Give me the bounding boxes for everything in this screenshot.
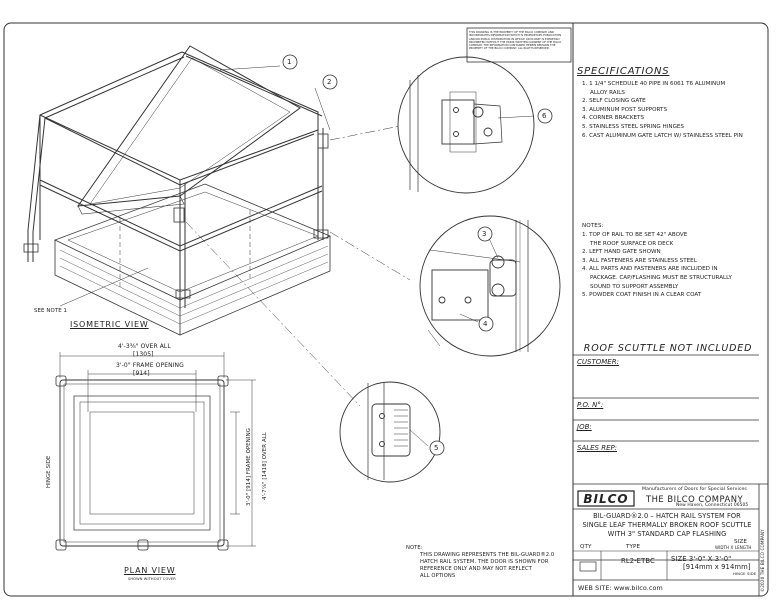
spec-item: 4. CORNER BRACKETS <box>582 115 644 122</box>
isometric-drawing <box>23 45 411 407</box>
note-item: SOUND TO SUPPORT ASSEMBLY <box>590 283 679 290</box>
note-item: THE ROOF SURFACE OR DECK <box>590 240 674 247</box>
size-sub-label: WIDTH x LENGTH <box>715 545 752 550</box>
detail-hinge <box>419 215 561 357</box>
spec-item: 1. 1 1/4" SCHEDULE 40 PIPE IN 6061 T6 AL… <box>582 81 726 87</box>
plan-hinge-side: HINGE SIDE <box>46 455 52 488</box>
product-line-2: SINGLE LEAF THERMALLY BROKEN ROOF SCUTTL… <box>582 521 752 529</box>
customer-label: CUSTOMER: <box>577 358 619 366</box>
callout-6 <box>537 108 553 124</box>
note-item: 2. LEFT HAND GATE SHOWN <box>582 249 661 256</box>
drawing-note-line: ALL OPTIONS <box>420 573 456 579</box>
side-strip-text: ©2020 THE BILCO COMPANY <box>760 529 765 592</box>
job-label: JOB: <box>577 423 592 431</box>
roof-scuttle-note: ROOF SCUTTLE NOT INCLUDED <box>583 343 753 354</box>
callout-3 <box>477 226 493 242</box>
size-label: SIZE <box>734 539 747 545</box>
panel-rules <box>573 354 768 581</box>
dim-frame-width: 3'-0" FRAME OPENING <box>116 362 184 369</box>
sales-rep-label: SALES REP: <box>577 444 617 452</box>
website: WEB SITE: www.bilco.com <box>578 584 663 592</box>
dim-frame-height: 3'-0" [914] FRAME OPENING <box>246 427 252 506</box>
callout-5 <box>429 440 445 456</box>
dim-overall-height: 4'-7⅞" [1418] OVER ALL <box>262 432 268 500</box>
titleblock-cells <box>573 550 759 580</box>
product-line-1: BIL-GUARD®2.0 – HATCH RAIL SYSTEM FOR <box>593 512 741 520</box>
dim-overall-width: 4'-3⅜" OVER ALL <box>118 343 171 350</box>
sheet-border <box>3 22 769 597</box>
bilco-logo-text: BILCO <box>583 492 628 506</box>
type-value: RL2-ETBC <box>621 557 655 565</box>
spec-item: 6. CAST ALUMINUM GATE LATCH W/ STAINLESS… <box>582 132 743 139</box>
size-value-mm: [914mm x 914mm] <box>683 563 751 571</box>
qty-box <box>579 561 597 572</box>
spec-item: 2. SELF CLOSING GATE <box>582 98 646 105</box>
plan-view-subtitle: SHOWN WITHOUT COVER <box>128 577 176 581</box>
callout-2 <box>322 74 338 90</box>
copyright-box <box>466 27 572 63</box>
callout-balloons <box>282 54 553 456</box>
plan-drawing <box>55 352 256 551</box>
company-address: New Haven, Connecticut 06505 <box>676 503 749 508</box>
drawing-note-label: NOTE: <box>406 545 423 551</box>
callout-4 <box>478 316 494 332</box>
callout-number-6: 6 <box>542 112 547 120</box>
qty-label: QTY <box>580 544 592 550</box>
note-item: PACKAGE. CAP/FLASHING MUST BE STRUCTURAL… <box>590 274 732 281</box>
note-item: 3. ALL FASTENERS ARE STAINLESS STEEL <box>582 257 697 264</box>
spec-item: ALLOY RAILS <box>590 89 625 96</box>
plan-view-title: PLAN VIEW <box>124 566 176 575</box>
specifications-list: 1. 1 1/4" SCHEDULE 40 PIPE IN 6061 T6 AL… <box>582 80 743 140</box>
company-name: THE BILCO COMPANY <box>646 494 744 504</box>
type-label: TYPE <box>626 544 641 550</box>
callout-number-1: 1 <box>287 58 292 66</box>
callout-number-4: 4 <box>483 320 488 328</box>
drawing-note-line: THIS DRAWING REPRESENTS THE BIL-GUARD®2.… <box>420 552 555 558</box>
note-item: 5. POWDER COAT FINISH IN A CLEAR COAT <box>582 292 702 299</box>
spec-item: 5. STAINLESS STEEL SPRING HINGES <box>582 123 684 130</box>
detail-latch <box>397 56 535 194</box>
bilco-logo <box>577 490 635 507</box>
note-item: 1. TOP OF RAIL TO BE SET 42" ABOVE <box>582 232 688 238</box>
see-note-label: SEE NOTE 1 <box>34 308 68 314</box>
drawing-note-line: HATCH RAIL SYSTEM. THE DOOR IS SHOWN FOR <box>420 559 549 565</box>
notes-title: NOTES: <box>582 223 604 229</box>
spec-item: 3. ALUMINUM POST SUPPORTS <box>582 106 667 113</box>
specifications-title: SPECIFICATIONS <box>577 66 670 77</box>
dim-frame-width-mm: [914] <box>133 370 150 377</box>
callout-1 <box>282 54 298 70</box>
callout-number-2: 2 <box>327 78 332 86</box>
isometric-view-title: ISOMETRIC VIEW <box>70 320 149 329</box>
copyright-text: THIS DRAWING IS THE PROPERTY OF THE BILC… <box>469 30 562 51</box>
notes-list: 1. TOP OF RAIL TO BE SET 42" ABOVE THE R… <box>582 231 732 300</box>
hinge-side-note: HINGE SIDE <box>733 571 757 576</box>
callout-number-3: 3 <box>482 230 487 238</box>
manufacturer-text: Manufacturers of Doors for Special Servi… <box>642 487 747 492</box>
product-line-3: WITH 3" STANDARD CAP FLASHING <box>607 530 727 538</box>
size-value: SIZE 3'-0" x 3'-0" <box>671 555 732 563</box>
po-label: P.O. N°: <box>577 401 604 409</box>
note-item: 4. ALL PARTS AND FASTENERS ARE INCLUDED … <box>582 266 718 273</box>
drawing-note-line: REFERENCE ONLY AND MAY NOT REFLECT <box>420 566 532 572</box>
dim-overall-width-mm: [1305] <box>133 351 154 358</box>
callout-number-5: 5 <box>434 444 439 452</box>
detail-spring-hinge <box>339 381 441 483</box>
